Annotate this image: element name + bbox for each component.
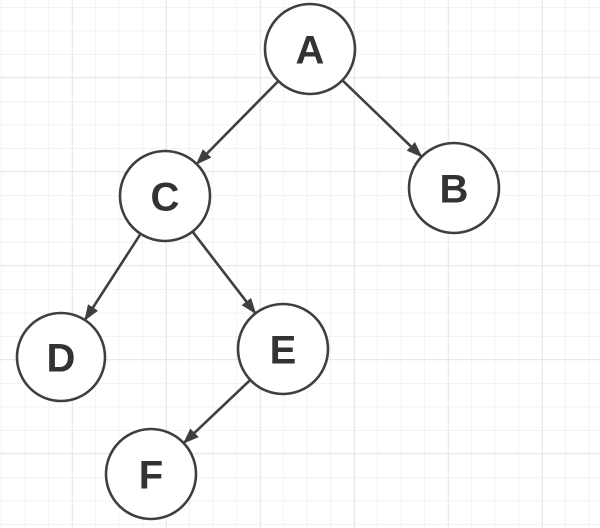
- edge-A-B[interactable]: [341, 79, 423, 158]
- tree-node-B[interactable]: B: [407, 141, 501, 235]
- edge-C-D[interactable]: [83, 233, 142, 321]
- edge-A-C[interactable]: [195, 80, 280, 165]
- node-circle-C[interactable]: [118, 149, 212, 243]
- tree-node-D[interactable]: D: [15, 311, 107, 403]
- node-circle-F[interactable]: [104, 427, 198, 521]
- node-circle-E[interactable]: [236, 302, 330, 396]
- node-label-F: F: [139, 453, 163, 497]
- node-circle-A[interactable]: [263, 2, 357, 96]
- tree-node-C[interactable]: C: [118, 149, 212, 243]
- node-label-A: A: [296, 28, 325, 72]
- node-circle-D[interactable]: [15, 311, 107, 403]
- node-label-D: D: [47, 336, 76, 380]
- node-label-B: B: [440, 167, 469, 211]
- edge-E-F[interactable]: [182, 378, 252, 445]
- edge-C-E[interactable]: [191, 230, 257, 315]
- node-label-C: C: [151, 175, 180, 219]
- node-label-E: E: [270, 328, 297, 372]
- tree-node-E[interactable]: E: [236, 302, 330, 396]
- tree-node-A[interactable]: A: [263, 2, 357, 96]
- tree-node-F[interactable]: F: [104, 427, 198, 521]
- node-circle-B[interactable]: [407, 141, 501, 235]
